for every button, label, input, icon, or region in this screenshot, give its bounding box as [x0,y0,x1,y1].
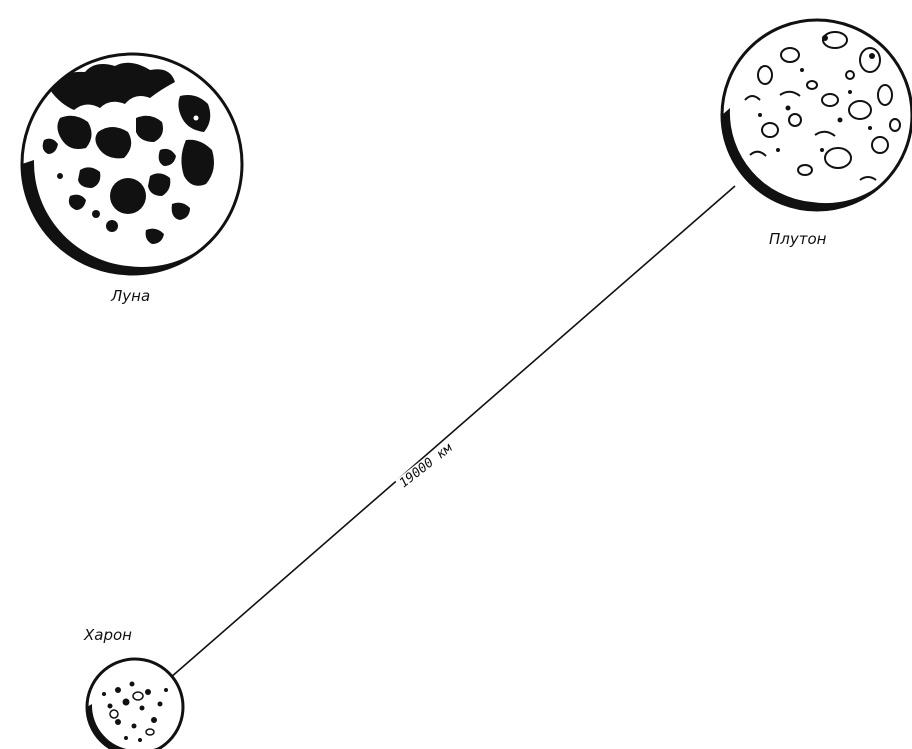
distance-line [170,186,735,678]
charon-label: Харон [84,626,132,644]
charon-sphere [87,659,183,749]
moon-label: Луна [111,287,150,305]
pluto-sphere [722,20,912,210]
moon-sphere [22,54,242,274]
pluto-label: Плутон [769,230,826,248]
